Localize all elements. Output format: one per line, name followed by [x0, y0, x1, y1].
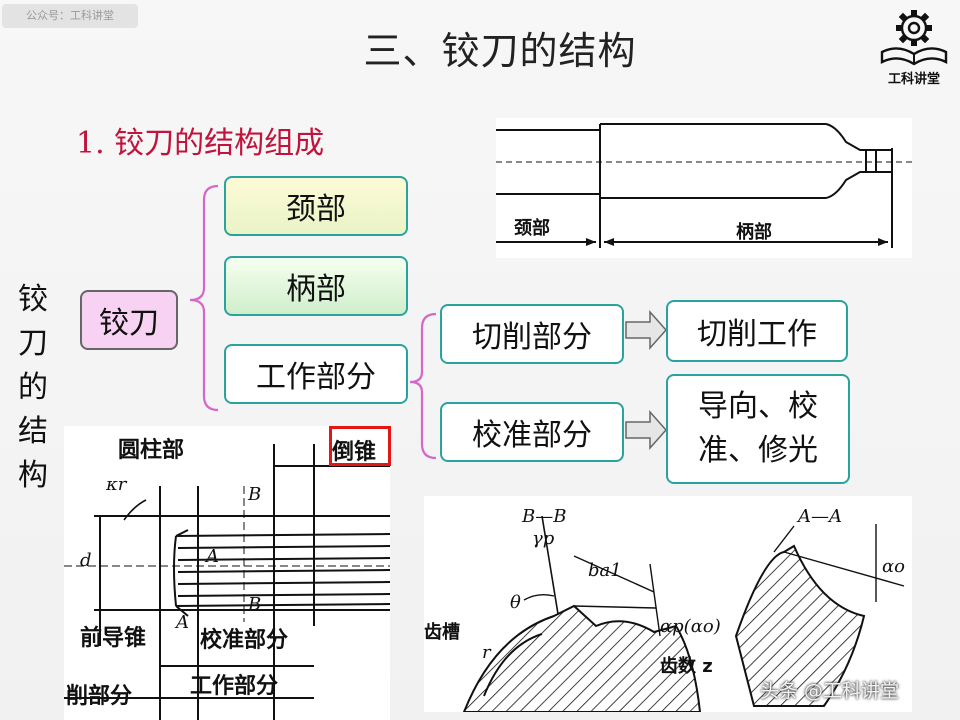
logo-text: 工科讲堂: [887, 72, 940, 87]
label-front-guide-taper: 前导锥: [80, 626, 147, 651]
box-shank: 柄部: [224, 256, 408, 316]
label-back-taper: 倒锥: [332, 440, 377, 465]
root-box-reamer: 铰刀: [80, 290, 178, 350]
label-diameter-d: d: [80, 550, 92, 571]
cross-section-drawing-svg: [462, 515, 905, 713]
cross-section-drawing: B—B γp ba1 θ αp(αo) 齿槽 r 齿数 z A—A αo: [424, 496, 912, 713]
label-shank: 柄部: [736, 222, 772, 243]
box-guide-calibrate-finish: 导向、校准、修光: [666, 374, 850, 484]
vertical-title-char: 构: [18, 458, 48, 493]
shank-drawing-svg: [496, 123, 912, 248]
label-working-part: 工作部分: [190, 674, 279, 699]
label-section-a-bottom: A: [176, 612, 189, 633]
label-gamma-p: γp: [532, 528, 555, 549]
vertical-title: 铰 刀 的 结 构: [10, 278, 56, 498]
label-section-a-a: A—A: [798, 506, 842, 527]
label-section-b-bottom: B: [248, 594, 262, 615]
gear-book-logo-icon: [880, 10, 948, 66]
watermark: 公众号：工科讲堂: [2, 4, 138, 28]
vertical-title-char: 刀: [18, 326, 48, 361]
label-alpha-p: αp(αo): [660, 616, 721, 637]
label-theta: θ: [510, 592, 521, 613]
working-part-drawing: 圆柱部 倒锥 B κr d A B 前导锥 A 校准部分 削部分 工作部分: [64, 426, 391, 720]
vertical-title-char: 的: [18, 370, 48, 405]
label-section-a-top: A: [206, 546, 219, 567]
working-part-drawing-svg: [64, 444, 391, 720]
label-section-b-top: B: [248, 484, 262, 505]
label-neck: 颈部: [514, 218, 550, 239]
arrow-icon: [625, 310, 668, 350]
box-cutting-work: 切削工作: [666, 300, 848, 362]
box-neck: 颈部: [224, 176, 408, 236]
label-calibrating-part: 校准部分: [200, 628, 289, 653]
bottom-watermark: 头条 @工科讲堂: [760, 680, 900, 702]
slide-title: 三、铰刀的结构: [363, 29, 637, 73]
label-cylindrical-part: 圆柱部: [118, 438, 185, 463]
shank-drawing: 颈部 柄部: [496, 118, 912, 258]
box-calibrating-part: 校准部分: [440, 402, 624, 462]
vertical-title-char: 结: [18, 414, 48, 449]
label-cutting-part: 削部分: [66, 684, 133, 709]
label-flute: 齿槽: [424, 622, 460, 643]
vertical-title-char: 铰: [18, 282, 48, 317]
label-radius-r: r: [482, 642, 491, 663]
label-ba1: ba1: [588, 560, 622, 581]
label-section-b-b: B—B: [522, 506, 567, 527]
box-cutting-part: 切削部分: [440, 304, 624, 364]
arrow-icon: [625, 410, 668, 450]
back-taper-highlight: [329, 426, 391, 466]
box-working-part: 工作部分: [224, 344, 408, 404]
label-alpha-o: αo: [882, 556, 905, 577]
label-teeth-z: 齿数 z: [660, 656, 713, 677]
label-kappa-r: κr: [106, 474, 127, 495]
section-subtitle: 1. 铰刀的结构组成: [76, 126, 325, 161]
